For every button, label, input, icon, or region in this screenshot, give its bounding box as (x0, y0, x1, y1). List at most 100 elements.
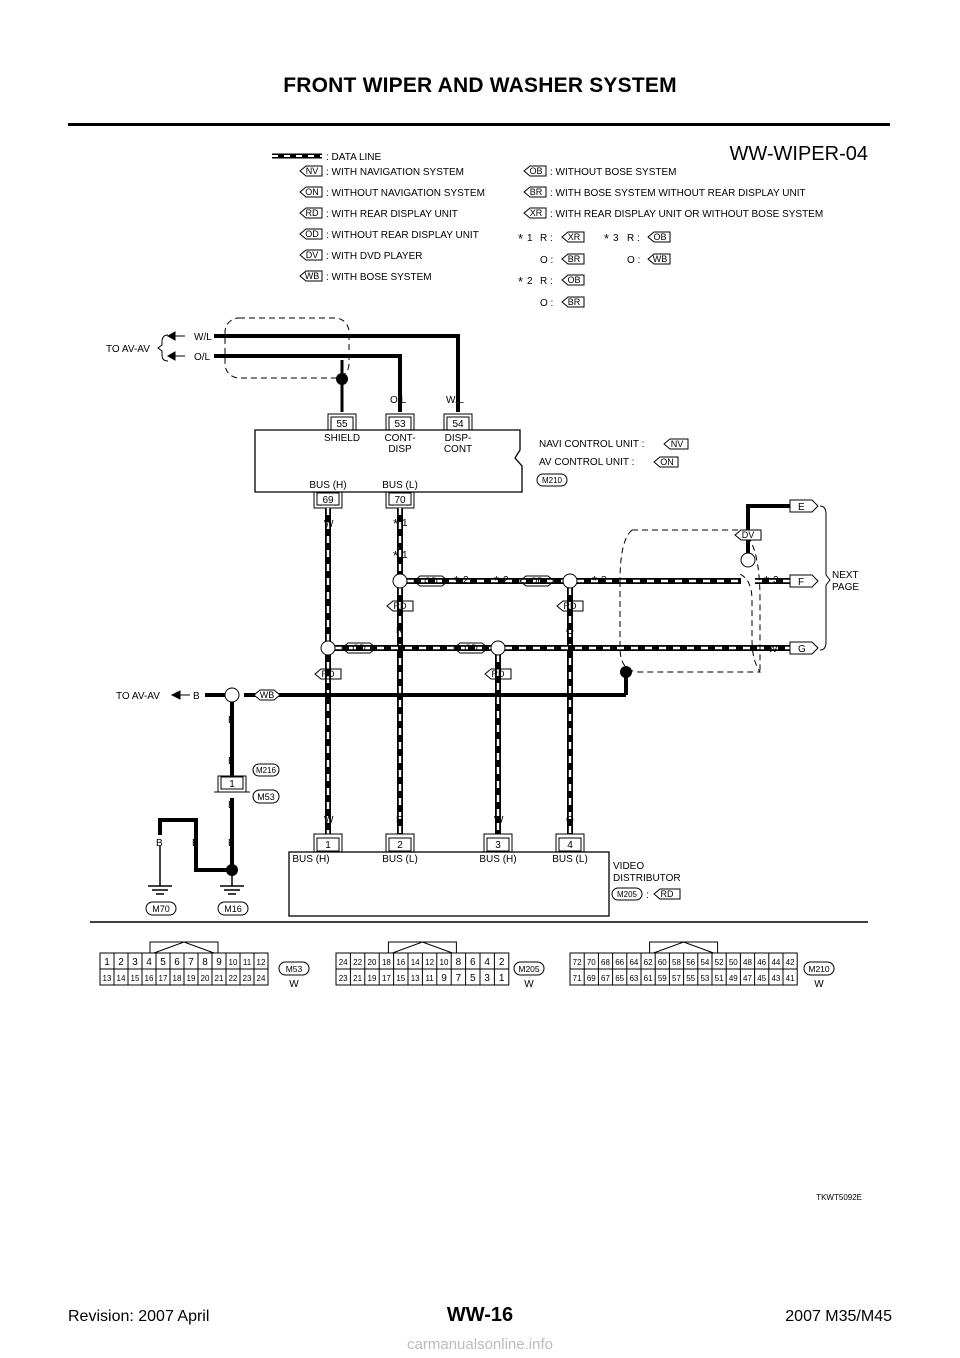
connector-pin: 17 (159, 974, 168, 983)
svg-text:B: B (192, 838, 199, 849)
svg-text:NV: NV (671, 439, 684, 449)
connector-pin: 22 (353, 958, 362, 967)
svg-text:OD: OD (305, 229, 319, 239)
connector-pin: 21 (215, 974, 224, 983)
svg-text:O :: O : (540, 298, 553, 309)
vd-wire-labels: W R W O (324, 815, 574, 826)
connector-color: W (524, 979, 534, 990)
svg-text:3: 3 (495, 840, 501, 851)
svg-text:R: R (396, 626, 403, 637)
svg-text:TO AV-AV: TO AV-AV (106, 344, 150, 355)
connector-pin: 52 (715, 958, 724, 967)
to-av-av-top: TO AV-AV W/L O/L (106, 331, 212, 363)
connector-pin: 56 (686, 958, 695, 967)
connector-pin: 23 (243, 974, 252, 983)
connector-pin: 66 (615, 958, 624, 967)
svg-text:DV: DV (306, 250, 319, 260)
connector-pin: 5 (470, 973, 476, 984)
svg-text:M70: M70 (152, 904, 170, 914)
legend-left-tag-dv: DV (299, 249, 323, 261)
svg-text:W/L: W/L (194, 332, 212, 343)
connector-pin: 21 (353, 974, 362, 983)
legend-right-text-xr: : WITH REAR DISPLAY UNIT OR WITHOUT BOSE… (550, 209, 823, 220)
svg-text:XR: XR (530, 208, 543, 218)
svg-text:RD: RD (492, 669, 505, 679)
connector-pin: 72 (573, 958, 582, 967)
svg-text:M205: M205 (617, 890, 638, 899)
svg-text:3: 3 (613, 233, 619, 244)
connector-pin: 20 (368, 958, 377, 967)
svg-text:*: * (393, 548, 398, 563)
wire-label-ol: O/L (390, 395, 407, 406)
svg-text:B: B (156, 838, 163, 849)
wiring-diagram: WW-WIPER-04 : DATA LINE NV : WITH NAVIGA… (90, 143, 868, 1202)
svg-text:RD: RD (322, 669, 335, 679)
legend-data-line: : DATA LINE (326, 152, 382, 163)
connector-pin: 15 (131, 974, 140, 983)
svg-text:2: 2 (527, 276, 533, 287)
connector-pin: 2 (118, 957, 124, 968)
svg-text:RD: RD (394, 601, 407, 611)
svg-text:O/L: O/L (194, 352, 211, 363)
legend-left-tag-nv: NV (299, 165, 323, 177)
connector-pin: 16 (145, 974, 154, 983)
svg-text:W: W (324, 815, 334, 826)
connector-pin: 71 (573, 974, 582, 983)
legend-left-text-nv: : WITH NAVIGATION SYSTEM (326, 167, 464, 178)
connector-pin: 2 (499, 957, 505, 968)
legend-left-tag-od: OD (299, 228, 323, 240)
legend-left-tag-on: ON (299, 186, 323, 198)
connector-pin: 57 (672, 974, 681, 983)
svg-text:1: 1 (527, 233, 533, 244)
svg-text:DISP: DISP (388, 444, 412, 455)
svg-text:ON: ON (305, 187, 319, 197)
svg-text:1: 1 (229, 779, 235, 790)
connector-pin: 10 (440, 958, 449, 967)
svg-text:2: 2 (463, 575, 469, 586)
connector-pin: 63 (629, 974, 638, 983)
to-av-av-lower: TO AV-AV B WB B B 1 M216 M53 B B B B (116, 689, 281, 849)
control-unit-labels: NAVI CONTROL UNIT : NV AV CONTROL UNIT :… (536, 438, 689, 487)
connector-pin: 65 (615, 974, 624, 983)
svg-text:O :: O : (627, 255, 640, 266)
connector-pin: 49 (729, 974, 738, 983)
connector-pin: 20 (201, 974, 210, 983)
svg-text:R :: R : (627, 233, 640, 244)
legend-left-text-on: : WITHOUT NAVIGATION SYSTEM (326, 188, 485, 199)
footer-revision: Revision: 2007 April (68, 1308, 210, 1325)
connector-pin: 11 (425, 974, 434, 983)
svg-text:RD: RD (306, 208, 319, 218)
svg-text:W: W (768, 644, 778, 655)
connector-pin: 12 (257, 958, 266, 967)
svg-text:BUS (H): BUS (H) (309, 480, 346, 491)
svg-text:B: B (193, 691, 200, 702)
legend-left-tag-rd: RD (299, 207, 323, 219)
connector-pin: 3 (484, 973, 490, 984)
connector-pin: 59 (658, 974, 667, 983)
connector-pin: 5 (160, 957, 166, 968)
svg-text:R :: R : (540, 233, 553, 244)
svg-text:O: O (566, 815, 574, 826)
svg-text:AV CONTROL UNIT :: AV CONTROL UNIT : (539, 457, 634, 468)
svg-text:TO AV-AV: TO AV-AV (116, 691, 160, 702)
svg-text:BUS (L): BUS (L) (552, 854, 588, 865)
connector-pin: 61 (644, 974, 653, 983)
svg-text:E: E (798, 502, 805, 513)
connector-pin: 41 (786, 974, 795, 983)
connector-pin: 24 (257, 974, 266, 983)
connector-pin: 14 (117, 974, 126, 983)
legend-left-text-od: : WITHOUT REAR DISPLAY UNIT (326, 230, 479, 241)
svg-text:*: * (592, 573, 597, 588)
legend: : DATA LINE NV : WITH NAVIGATION SYSTEM … (272, 152, 823, 309)
svg-text:3: 3 (773, 575, 779, 586)
pins-vd: 1 2 3 4 (313, 833, 585, 852)
connector-pin: 46 (757, 958, 766, 967)
svg-text:M210: M210 (542, 476, 563, 485)
wire-annotations: W *1 *1 OD *2 *2 OD *3 *3 RD RD R O OD O… (314, 516, 779, 680)
svg-text:RD: RD (661, 889, 674, 899)
legend-left-tag-wb: WB (299, 270, 323, 282)
connector-pin: 3 (132, 957, 138, 968)
svg-text:55: 55 (336, 419, 348, 430)
connector-pin: 24 (339, 958, 348, 967)
